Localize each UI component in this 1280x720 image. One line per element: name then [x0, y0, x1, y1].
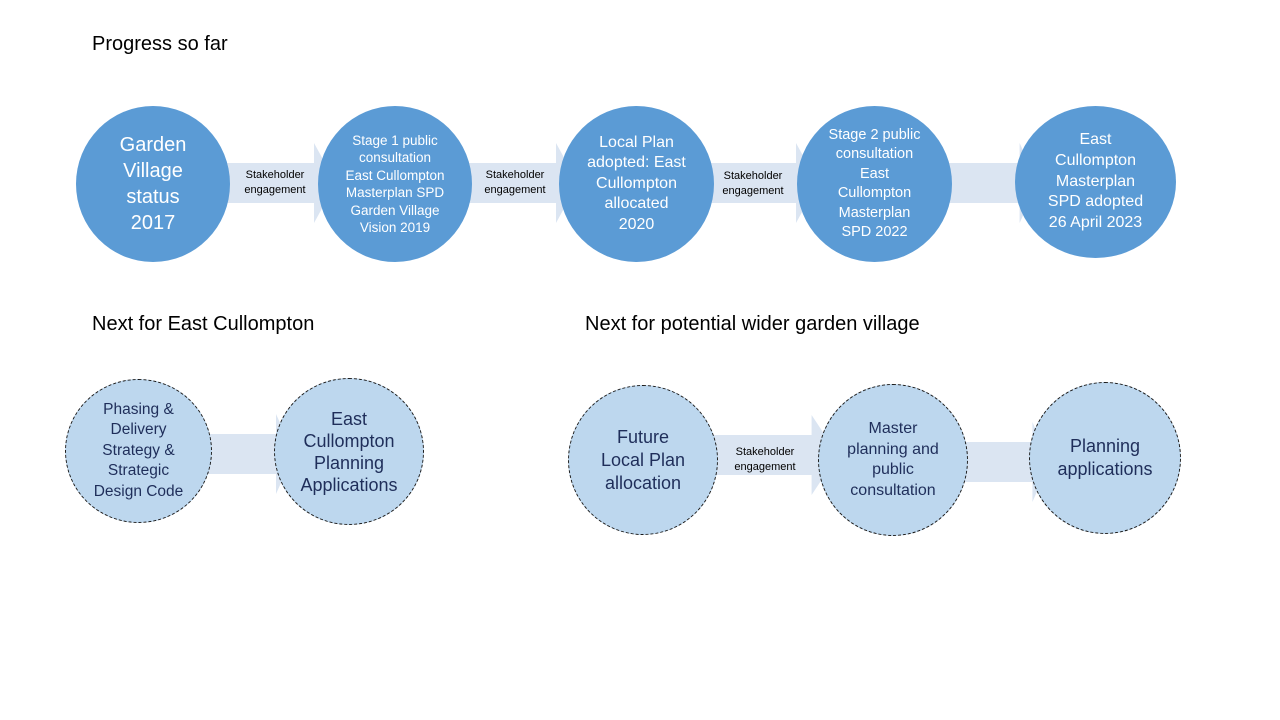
progress-step-5-text: East Cullompton Masterplan SPD adopted 2… — [1047, 131, 1144, 232]
progress-arrow-3-label: Stakeholder engagement — [722, 170, 784, 197]
ec-step-planning-applications: East Cullompton Planning Applications — [274, 378, 424, 525]
progress-arrow-1-label: Stakeholder engagement — [244, 169, 306, 196]
ec-step-phasing-delivery: Phasing & Delivery Strategy & Strategic … — [65, 379, 212, 523]
progress-heading: Progress so far — [92, 33, 228, 55]
wider-step-future-local-plan: Future Local Plan allocation — [568, 385, 718, 535]
wider-step-2-text: Master planning and public consultation — [847, 420, 939, 499]
ec-step-2-text: East Cullompton Planning Applications — [300, 408, 398, 495]
next-wider-garden-village-heading: Next for potential wider garden village — [585, 313, 920, 335]
progress-step-garden-village-status: Garden Village status 2017 — [76, 106, 230, 262]
wider-arrow-1-label: Stakeholder engagement — [734, 446, 796, 473]
progress-step-4-text: Stage 2 public consultation East Cullomp… — [828, 126, 921, 241]
progress-step-2-text: Stage 1 public consultation East Cullomp… — [345, 132, 445, 236]
progress-step-stage2-consultation: Stage 2 public consultation East Cullomp… — [797, 106, 952, 262]
next-east-cullompton-heading: Next for East Cullompton — [92, 313, 315, 335]
progress-arrow-2-label: Stakeholder engagement — [484, 169, 546, 196]
wider-step-1-text: Future Local Plan allocation — [600, 426, 686, 493]
wider-step-planning-applications: Planning applications — [1029, 382, 1181, 534]
progress-step-local-plan-adopted: Local Plan adopted: East Cullompton allo… — [559, 106, 714, 262]
progress-step-3-text: Local Plan adopted: East Cullompton allo… — [587, 133, 686, 233]
progress-step-masterplan-adopted: East Cullompton Masterplan SPD adopted 2… — [1015, 106, 1176, 258]
wider-step-master-planning: Master planning and public consultation — [818, 384, 968, 536]
wider-step-3-text: Planning applications — [1057, 436, 1153, 479]
progress-step-stage1-consultation: Stage 1 public consultation East Cullomp… — [318, 106, 472, 262]
ec-step-1-text: Phasing & Delivery Strategy & Strategic … — [93, 400, 184, 500]
progress-step-1-text: Garden Village status 2017 — [119, 134, 187, 234]
